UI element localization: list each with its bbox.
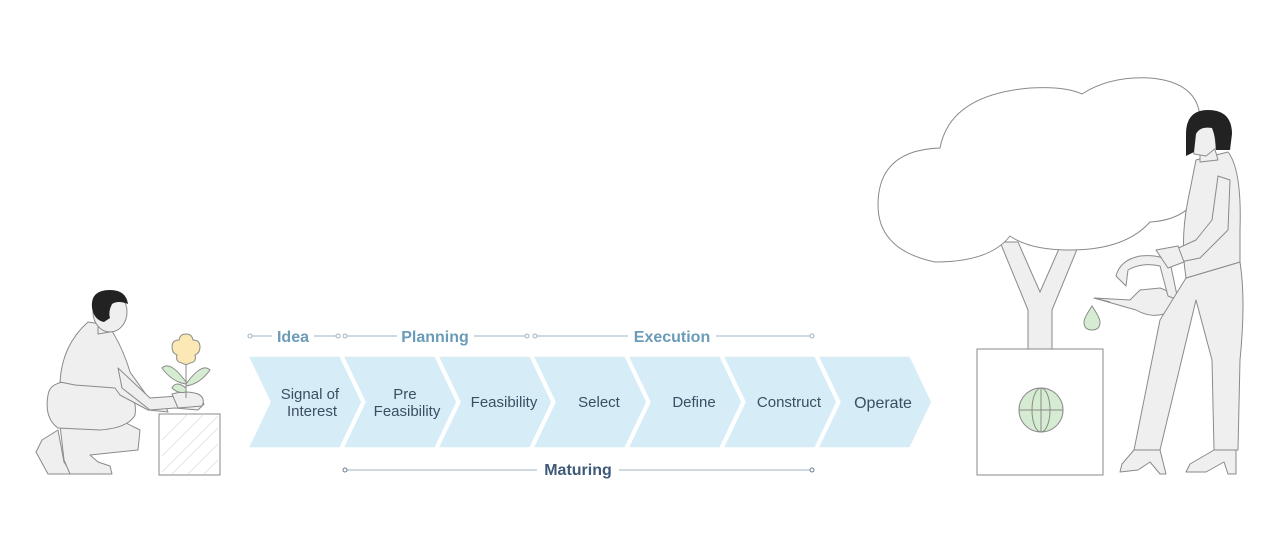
phase-idea: Idea: [247, 329, 341, 346]
kneeling-person-hair: [91, 290, 128, 322]
stage-chevron-feasibility: [436, 355, 553, 449]
stage-label-define: Define: [672, 394, 715, 411]
tree-icon: [877, 77, 1203, 351]
stage-label-select: Select: [578, 394, 621, 411]
stage-label-feasibility: Feasibility: [471, 394, 538, 411]
stage-label-operate: Operate: [854, 395, 912, 412]
planter-box-icon: [158, 413, 221, 476]
stage-label-pre-feasibility: Pre Feasibility: [374, 386, 441, 420]
globe-icon: [1018, 387, 1064, 433]
phase-label-idea: Idea: [277, 329, 309, 346]
stage-chevron-select: [531, 355, 648, 449]
stage-chevron-operate: [816, 355, 933, 449]
phase-label-planning: Planning: [401, 329, 469, 346]
stage-chevron-construct: [721, 355, 838, 449]
water-drop-icon: [1083, 305, 1101, 331]
stage-chevrons: [246, 355, 933, 449]
stage-chevron-define: [626, 355, 743, 449]
kneeling-person-icon: [35, 291, 205, 475]
stage-label-construct: Construct: [757, 394, 822, 411]
stage-chevron-pre-feasibility: [341, 355, 458, 449]
stage-label-signal-of-interest: Signal of Interest: [281, 386, 344, 420]
maturing-label: Maturing: [544, 462, 612, 479]
maturing-bracket: Maturing: [342, 462, 815, 479]
phase-label-execution: Execution: [634, 329, 710, 346]
stage-chevron-signal-of-interest: [246, 355, 363, 449]
phase-planning: Planning: [342, 329, 530, 346]
phase-execution: Execution: [532, 329, 815, 346]
flower-icon: [161, 333, 211, 398]
standing-woman-hair: [1186, 110, 1232, 156]
